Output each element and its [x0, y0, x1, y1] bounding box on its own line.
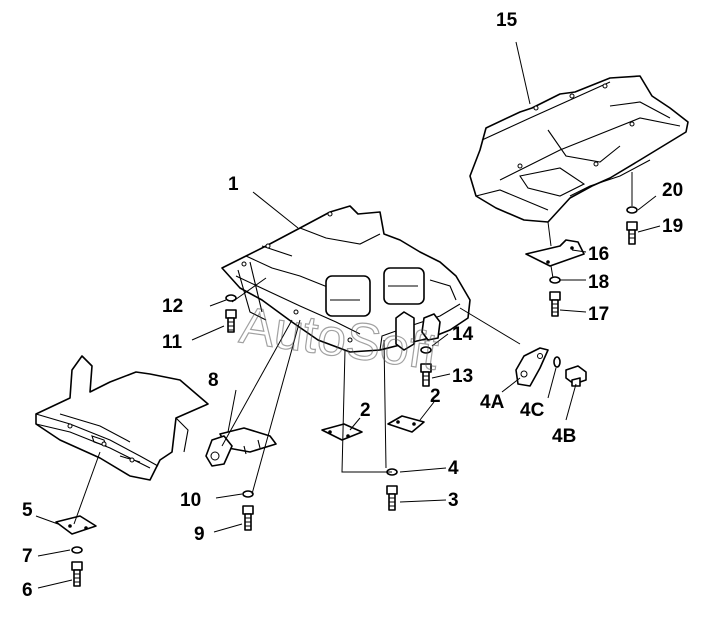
callout-13: 13 [452, 366, 473, 387]
callout-17: 17 [588, 304, 609, 325]
part-5-plate [55, 515, 97, 535]
part-1-main-frame [221, 205, 471, 353]
callout-4b: 4B [552, 426, 576, 447]
callout-20: 20 [662, 180, 683, 201]
callout-18: 18 [588, 272, 609, 293]
callout-15: 15 [496, 10, 518, 31]
callout-7: 7 [22, 546, 33, 567]
callout-1: 1 [228, 174, 239, 195]
callout-11: 11 [162, 332, 183, 353]
part-16-plate [525, 239, 585, 267]
part-4b-bolt [565, 365, 587, 387]
leader-lines [35, 41, 661, 589]
part-2-plate-right [387, 415, 425, 433]
callout-6: 6 [22, 580, 33, 601]
callout-2-left: 2 [360, 400, 371, 421]
part-2-plate-left [321, 423, 363, 441]
callout-8: 8 [208, 370, 219, 391]
bolt-washer-19-20 [626, 206, 638, 245]
callout-3: 3 [448, 490, 459, 511]
callout-4c: 4C [520, 400, 545, 421]
callout-labels: 1 2 2 3 4 4A 4B 4C 5 6 7 8 9 10 11 12 13… [22, 10, 683, 601]
callout-2-right: 2 [430, 386, 441, 407]
part-4c-washer [553, 356, 561, 368]
bolt-washer-9-10 [242, 490, 254, 531]
part-8-tow-bracket [205, 427, 277, 467]
callout-10: 10 [180, 490, 201, 511]
callout-14: 14 [452, 324, 474, 345]
callout-4a: 4A [480, 392, 505, 413]
callout-12: 12 [162, 296, 183, 317]
callout-4: 4 [448, 458, 459, 479]
callout-16: 16 [588, 244, 609, 265]
bolt-washer-3-4 [386, 468, 398, 511]
bolt-washer-6-7 [71, 546, 83, 587]
bolt-washer-17-18 [549, 276, 561, 317]
callout-5: 5 [22, 500, 33, 521]
lower-left-frame [35, 355, 209, 481]
callout-9: 9 [194, 524, 205, 545]
callout-19: 19 [662, 216, 683, 237]
bolt-washer-11-12 [225, 294, 237, 333]
bolt-washer-13-14 [420, 346, 432, 387]
part-4a-bracket [515, 347, 549, 387]
part-15-rear-cover [469, 75, 689, 223]
